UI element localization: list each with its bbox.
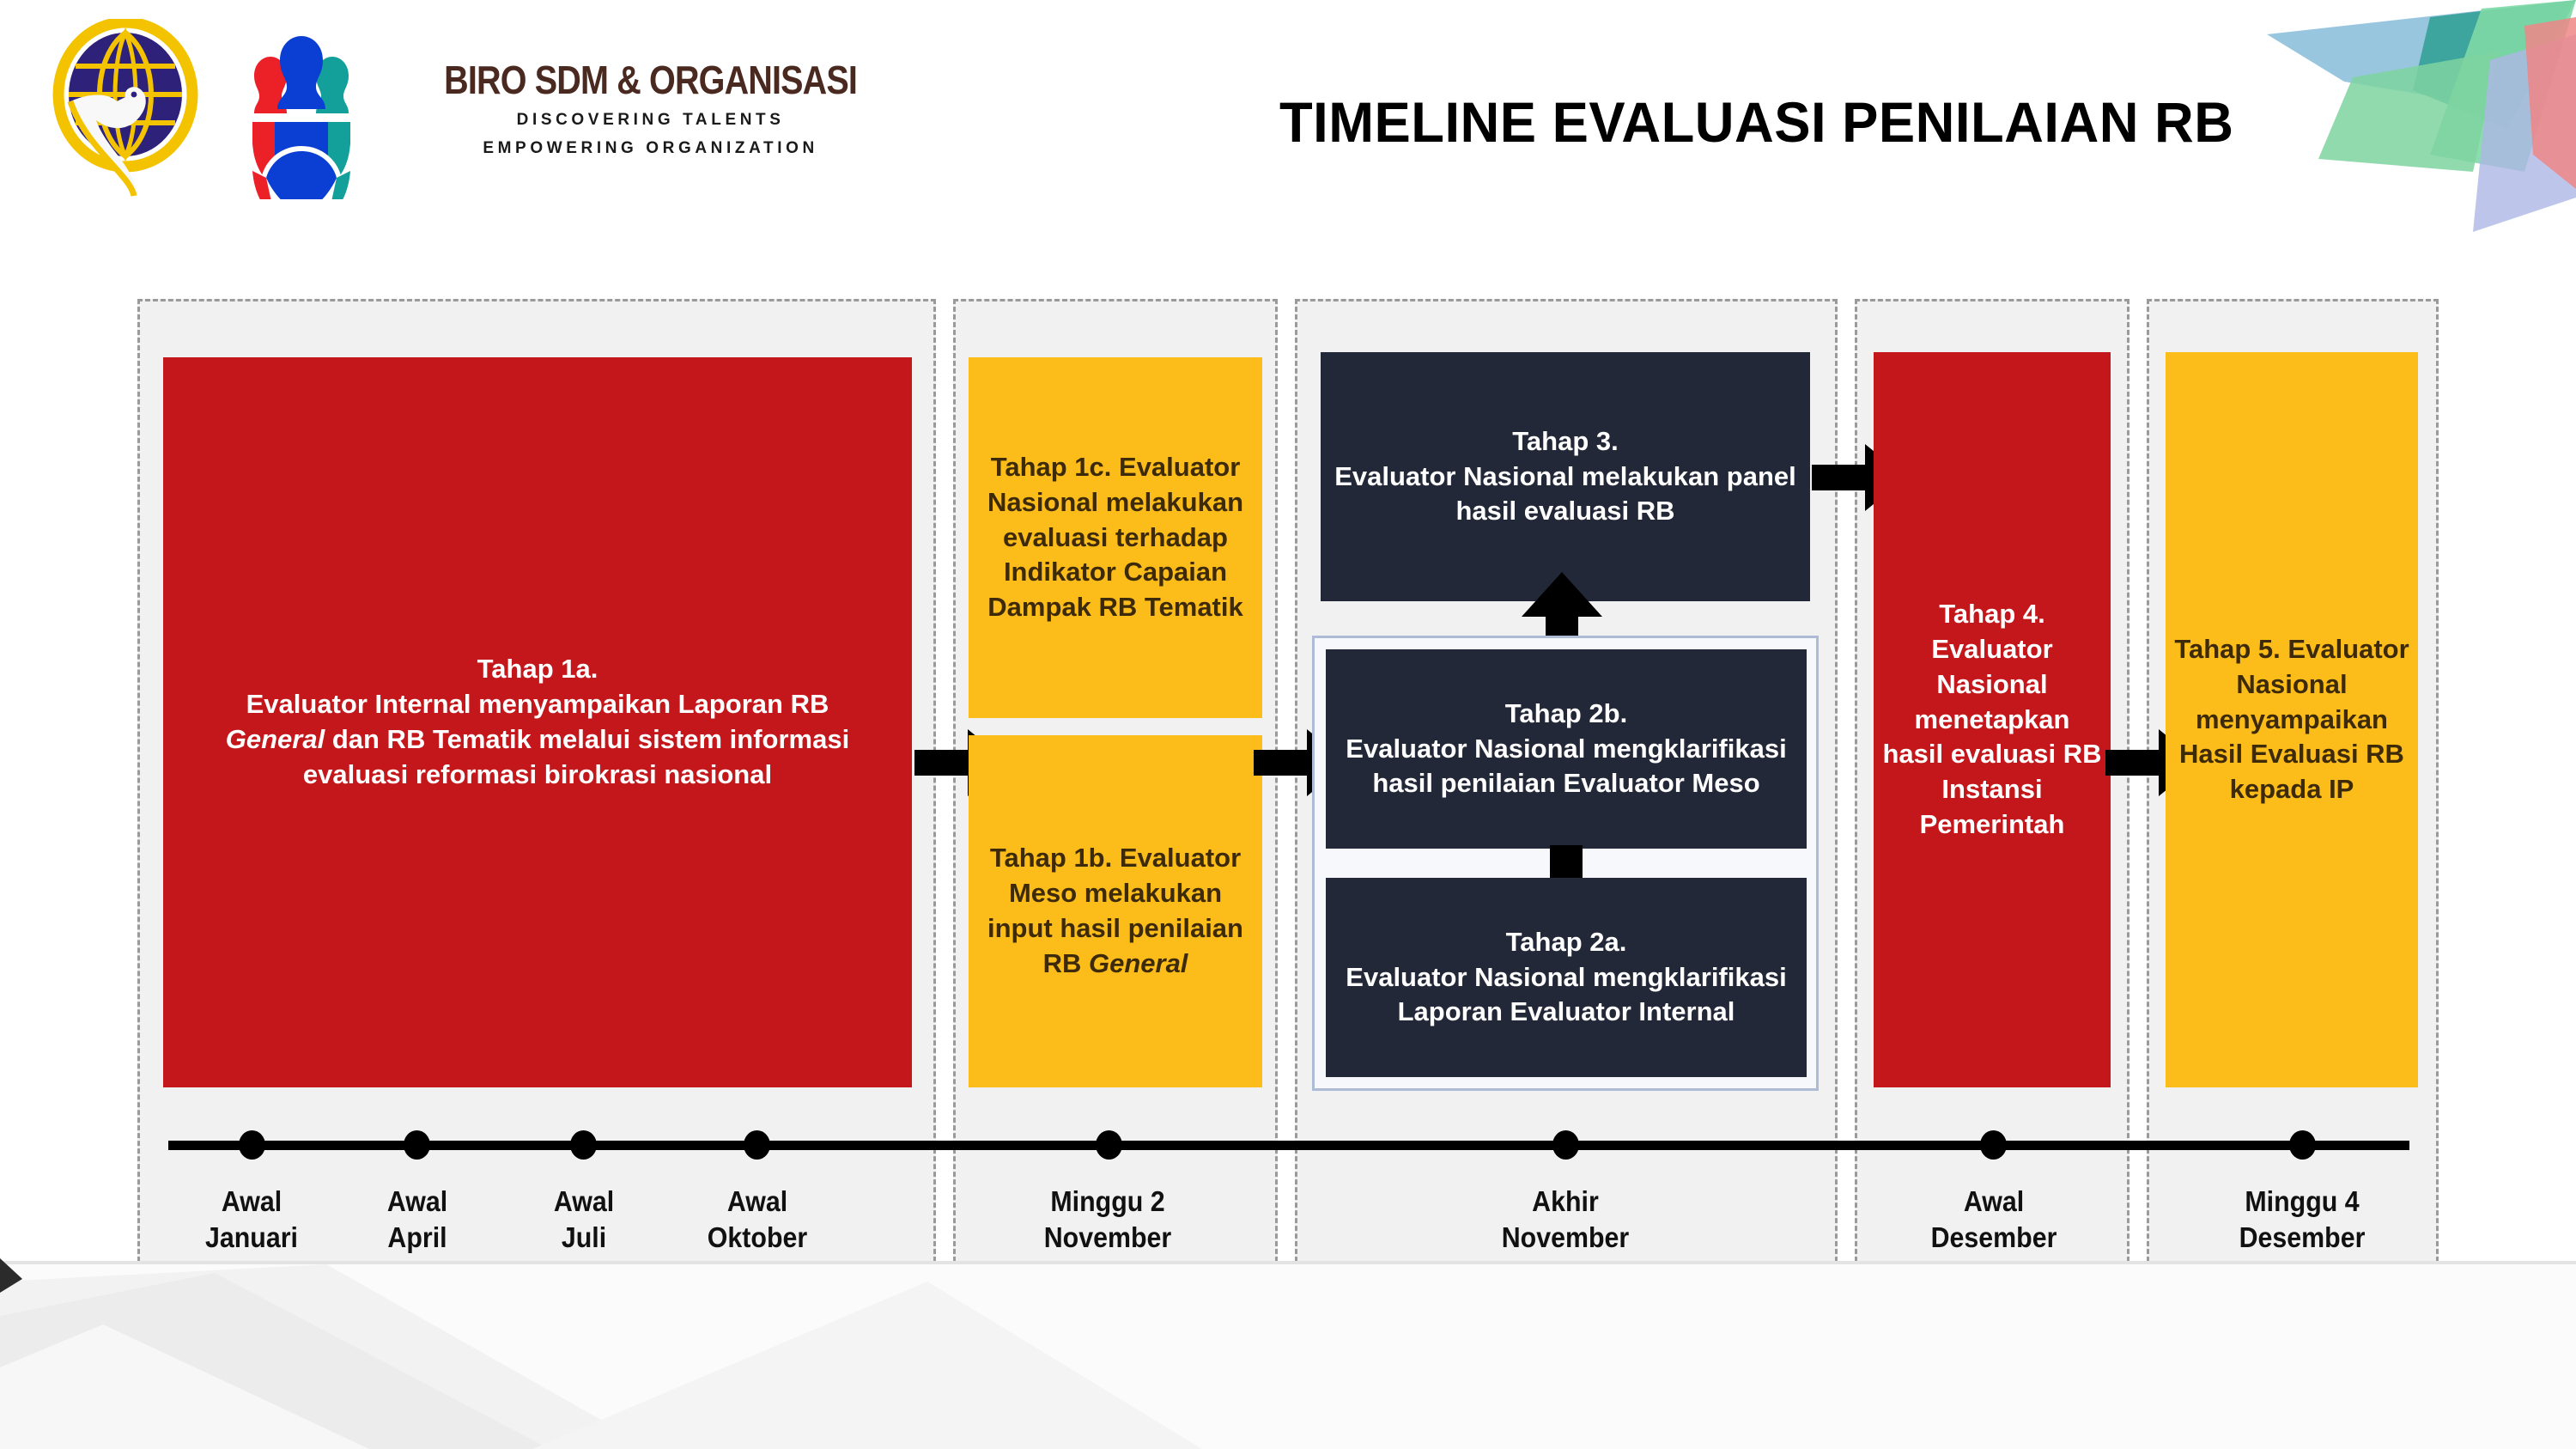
tahap-1a-line2-italic: General bbox=[225, 724, 325, 754]
timeline-diagram: Tahap 1a. Evaluator Internal menyampaika… bbox=[137, 299, 2439, 1308]
timeline-label-5-line1: Minggu 2 bbox=[1050, 1185, 1165, 1217]
timeline-label-5: Minggu 2 November bbox=[1017, 1184, 1199, 1256]
tahap-1b-body: Evaluator Meso melakukan input hasil pen… bbox=[987, 843, 1243, 978]
connector-2a-2b bbox=[1550, 845, 1583, 881]
timeline-dot-8 bbox=[2289, 1130, 2316, 1160]
tahap-1a-line3: evaluasi reformasi birokrasi nasional bbox=[302, 758, 773, 789]
timeline-label-7: Awal Desember bbox=[1903, 1184, 2085, 1256]
logo-org-name: BIRO SDM & ORGANISASI bbox=[444, 58, 858, 102]
timeline-label-1-line1: Awal bbox=[221, 1185, 283, 1217]
tahap-2b-body: Evaluator Nasional mengklarifikasi hasil… bbox=[1346, 733, 1787, 799]
card-tahap-2a[interactable]: Tahap 2a. Evaluator Nasional mengklarifi… bbox=[1326, 878, 1807, 1077]
timeline-label-2-line2: April bbox=[387, 1221, 447, 1254]
timeline-label-3-line2: Juli bbox=[561, 1221, 607, 1254]
timeline-dot-5 bbox=[1096, 1130, 1122, 1160]
timeline-label-3: Awal Juli bbox=[505, 1184, 663, 1256]
tahap-4-body: Evaluator Nasional menetapkan hasil eval… bbox=[1882, 633, 2102, 840]
logo-tagline-2: EMPOWERING ORGANIZATION bbox=[483, 139, 818, 157]
timeline-label-2: Awal April bbox=[338, 1184, 496, 1256]
globe-eagle-icon bbox=[52, 19, 198, 197]
arrow-up-1 bbox=[1522, 572, 1602, 675]
tahap-5-body: Evaluator Nasional menyampaikan Hasil Ev… bbox=[2179, 633, 2409, 805]
timeline-label-4-line2: Oktober bbox=[707, 1221, 808, 1254]
tahap-3-body: Evaluator Nasional melakukan panel hasil… bbox=[1334, 460, 1796, 527]
tahap-1a-line1: Evaluator Internal menyampaikan Laporan … bbox=[246, 689, 829, 720]
timeline-dot-2 bbox=[404, 1130, 430, 1160]
tahap-1b-id: Tahap 1b. bbox=[989, 843, 1113, 874]
logo-tagline-1: DISCOVERING TALENTS bbox=[516, 111, 785, 129]
timeline-dot-3 bbox=[570, 1130, 597, 1160]
timeline-label-3-line1: Awal bbox=[553, 1185, 615, 1217]
timeline-label-7-line2: Desember bbox=[1930, 1221, 2057, 1254]
timeline-dot-4 bbox=[744, 1130, 770, 1160]
timeline-label-6-line1: Akhir bbox=[1532, 1185, 1599, 1217]
timeline-dot-7 bbox=[1980, 1130, 2007, 1160]
timeline-axis bbox=[168, 1141, 2409, 1150]
timeline-label-7-line1: Awal bbox=[1963, 1185, 2025, 1217]
tahap-5-id: Tahap 5. bbox=[2174, 633, 2281, 664]
tahap-4-id: Tahap 4. bbox=[1939, 598, 2045, 629]
page-header: BIRO SDM & ORGANISASI DISCOVERING TALENT… bbox=[0, 0, 2576, 249]
tahap-2a-id: Tahap 2a. bbox=[1505, 926, 1627, 957]
decorative-bottom-band bbox=[0, 1261, 2576, 1449]
tahap-1c-body: Evaluator Nasional melakukan evaluasi te… bbox=[987, 451, 1244, 623]
tahap-1c-id: Tahap 1c. bbox=[990, 451, 1112, 482]
timeline-label-8-line2: Desember bbox=[2239, 1221, 2366, 1254]
card-tahap-2b[interactable]: Tahap 2b. Evaluator Nasional mengklarifi… bbox=[1326, 649, 1807, 849]
tahap-2a-body: Evaluator Nasional mengklarifikasi Lapor… bbox=[1346, 961, 1787, 1027]
timeline-label-5-line2: November bbox=[1043, 1221, 1172, 1254]
page-title: TIMELINE EVALUASI PENILAIAN RB bbox=[1279, 90, 2234, 154]
tahap-1a-id: Tahap 1a. bbox=[477, 654, 598, 685]
timeline-label-6: Akhir November bbox=[1474, 1184, 1656, 1256]
people-shield-icon bbox=[249, 36, 354, 199]
card-tahap-1a[interactable]: Tahap 1a. Evaluator Internal menyampaika… bbox=[163, 357, 912, 1087]
card-tahap-1c[interactable]: Tahap 1c. Evaluator Nasional melakukan e… bbox=[969, 357, 1262, 718]
tahap-1a-line2-rest: dan RB Tematik melalui sistem informasi bbox=[325, 724, 850, 754]
timeline-label-6-line2: November bbox=[1501, 1221, 1630, 1254]
brand-logo: BIRO SDM & ORGANISASI DISCOVERING TALENT… bbox=[52, 19, 890, 199]
timeline-label-4: Awal Oktober bbox=[678, 1184, 836, 1256]
timeline-label-1: Awal Januari bbox=[173, 1184, 331, 1256]
card-tahap-3[interactable]: Tahap 3. Evaluator Nasional melakukan pa… bbox=[1321, 352, 1810, 601]
card-tahap-5[interactable]: Tahap 5. Evaluator Nasional menyampaikan… bbox=[2166, 352, 2418, 1087]
timeline-label-4-line1: Awal bbox=[726, 1185, 788, 1217]
timeline-dot-1 bbox=[239, 1130, 265, 1160]
tahap-2b-id: Tahap 2b. bbox=[1504, 697, 1628, 728]
card-tahap-1b[interactable]: Tahap 1b. Evaluator Meso melakukan input… bbox=[969, 735, 1262, 1087]
timeline-label-1-line2: Januari bbox=[204, 1221, 298, 1254]
tahap-1b-italic-tail: General bbox=[1088, 947, 1188, 978]
timeline-dot-6 bbox=[1552, 1130, 1579, 1160]
decorative-corner-triangle bbox=[0, 1258, 22, 1293]
tahap-3-id: Tahap 3. bbox=[1512, 425, 1619, 456]
card-tahap-4[interactable]: Tahap 4. Evaluator Nasional menetapkan h… bbox=[1874, 352, 2111, 1087]
timeline-label-8-line1: Minggu 4 bbox=[2245, 1185, 2360, 1217]
timeline-label-8: Minggu 4 Desember bbox=[2211, 1184, 2393, 1256]
timeline-label-2-line1: Awal bbox=[386, 1185, 448, 1217]
